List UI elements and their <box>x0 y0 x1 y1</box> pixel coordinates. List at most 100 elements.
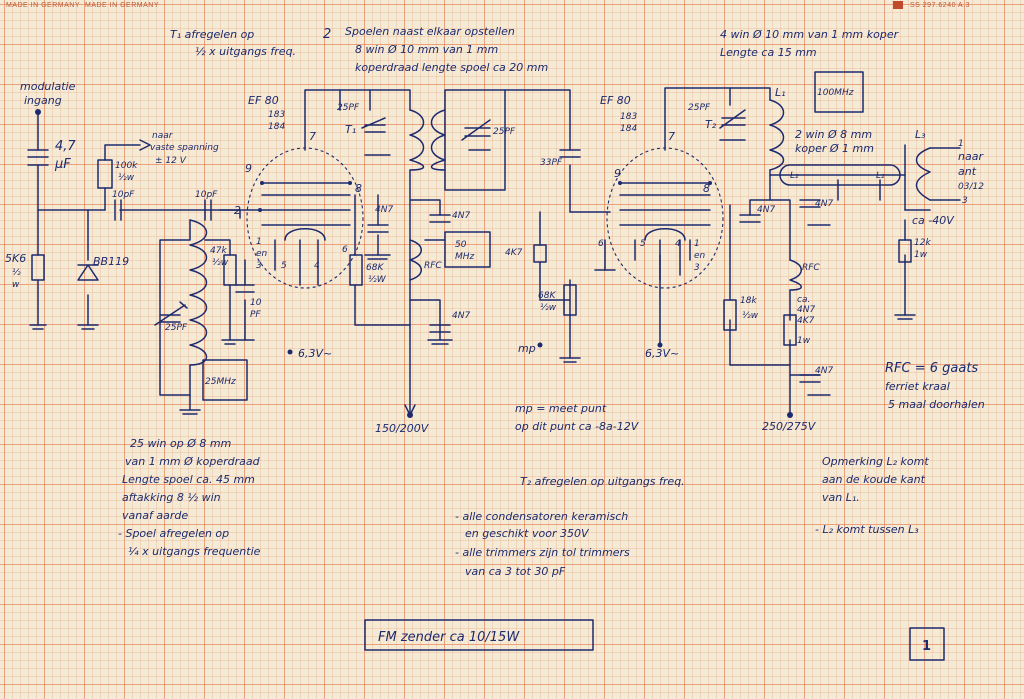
cap-10pf-c-label: 10 <box>250 298 262 308</box>
mp-label: mp <box>518 342 536 355</box>
t1-note-2: ½ x uitgangs freq. <box>195 45 296 58</box>
pin-5a-label: 5 <box>281 261 287 271</box>
l2-a-label: L₂ <box>790 171 799 181</box>
cap-10pf-c-unit: PF <box>250 310 261 320</box>
pin-3a-label: 3 <box>256 261 262 271</box>
l3-out-1: naar <box>958 150 984 163</box>
trimmer-25pf-c-label: 25PF <box>493 127 516 137</box>
hv-1-label: 150/200V <box>375 422 430 435</box>
coil-l3 <box>915 147 931 201</box>
r-100k-watt: ½w <box>118 173 135 183</box>
coil-note-3: koperdraad lengte spoel ca 20 mm <box>355 61 548 74</box>
drawing-title: FM zender ca 10/15W <box>378 630 520 645</box>
r-5k6-label: 5K6 <box>5 252 26 265</box>
tube2-sub2: 184 <box>620 124 637 134</box>
resistor-100k <box>97 159 113 189</box>
cap-33pf-label: 33PF <box>540 158 563 168</box>
hv-2-label: 250/275V <box>762 420 817 433</box>
resistor-18k <box>723 299 737 331</box>
minus-40v-label: ca -40V <box>912 214 955 227</box>
fixed-v-3: ± 12 V <box>155 156 187 166</box>
component-labels: EF 80 183 184 EF 80 183 184 4,7 μF 10pF … <box>5 86 968 435</box>
cap-4n7-6-label: 4N7 <box>815 366 833 376</box>
page-number-box <box>909 627 945 661</box>
caps-note-2: en geschikt voor 350V <box>465 527 590 540</box>
pin-8b-label: 8 <box>703 182 710 195</box>
mp-note-2: op dit punt ca -8a-12V <box>515 420 640 433</box>
l3-label: L₃ <box>915 128 926 141</box>
pin-en-a-label: en <box>256 249 268 259</box>
r-18k-label: 18k <box>740 296 757 306</box>
fixed-v-1: naar <box>152 131 174 141</box>
capacitor-4n7-2 <box>429 214 451 223</box>
diode-label: BB119 <box>93 255 129 268</box>
cap-4n7-7-label: 4N7 <box>797 305 815 315</box>
pin-7b-label: 7 <box>668 130 675 143</box>
coil-l1 <box>769 99 785 171</box>
tube1-sub2: 184 <box>268 122 285 132</box>
coil25-note-1: 25 win op Ø 8 mm <box>130 437 231 450</box>
t2-label: T₂ <box>705 118 717 131</box>
box-25mhz <box>202 359 248 401</box>
cap-4n7-3-label: 4N7 <box>452 311 470 321</box>
varicap-diode <box>77 264 99 281</box>
coil-note-2: 8 win Ø 10 mm van 1 mm <box>355 43 498 56</box>
r-47k-label: 47k <box>210 246 227 256</box>
v-63-b-label: 6,3V~ <box>645 347 679 360</box>
box-100mhz-label: 100MHz <box>817 88 854 98</box>
plate-coil-1 <box>409 109 425 171</box>
ca-label: ca. <box>797 295 810 305</box>
coupling-coil <box>430 109 446 171</box>
r-100k-label: 100k <box>115 161 138 171</box>
box-50mhz-label-1: 50 <box>455 240 467 250</box>
header-print-left-2: MADE IN GERMANY <box>85 2 159 9</box>
caps-note-1: - alle condensatoren keramisch <box>455 510 628 523</box>
resistor-12k <box>898 239 912 263</box>
r-12k-label: 12k <box>914 238 931 248</box>
l3-out-3: 03/12 <box>958 182 984 192</box>
cap-4u7-label: 4,7 <box>55 139 76 154</box>
out-3-label: 3 <box>962 196 968 206</box>
r-68k-b-label: 68K <box>538 291 556 301</box>
coil25-note-4: aftakking 8 ½ win <box>122 491 221 504</box>
r-68k-watt: ½W <box>368 275 387 285</box>
header-print-left: MADE IN GERMANY <box>6 2 80 9</box>
resistor-68k-b <box>563 284 577 316</box>
cap-10pf-a-label: 10pF <box>112 190 135 200</box>
rfc-note-1: RFC = 6 gaats <box>885 361 978 376</box>
l1-label: L₁ <box>775 86 786 99</box>
l2-b-label: L₂ <box>876 171 885 181</box>
v-63-a-label: 6,3V~ <box>298 347 332 360</box>
capacitor-4n7-5 <box>799 199 821 208</box>
fixed-v-2: vaste spanning <box>150 143 219 153</box>
cap-4n7-2-label: 4N7 <box>452 211 470 221</box>
pin-9a-label: 9 <box>245 162 252 175</box>
coil25-note-3: Lengte spoel ca. 45 mm <box>122 473 255 486</box>
tube2-sub1: 183 <box>620 112 637 122</box>
r-12k-watt: 1w <box>914 250 928 260</box>
pin-5b-label: 5 <box>640 239 646 249</box>
l2-note-1: 2 win Ø 8 mm <box>795 128 872 141</box>
rfc-2 <box>789 259 802 291</box>
t2-note: T₂ afregelen op uitgangs freq. <box>520 475 685 488</box>
pin-9b-label: 9 <box>614 167 621 180</box>
pin-1b-label: 1 <box>694 239 700 249</box>
resistor-68k-a <box>349 254 363 286</box>
coil-l2 <box>779 164 901 186</box>
cap-4n7-5-label: 4N7 <box>815 199 833 209</box>
tube-1-ef80 <box>246 147 364 289</box>
cap-10pf-b-label: 10pF <box>195 190 218 200</box>
capacitor-4u7 <box>27 149 49 166</box>
r-4k7-b-label: 4K7 <box>797 316 815 326</box>
remark-2: aan de koude kant <box>822 473 926 486</box>
caps-note-4: van ca 3 tot 30 pF <box>465 565 566 578</box>
coil25-note-7: ¼ x uitgangs frequentie <box>128 545 261 558</box>
capacitor-4n7-3 <box>429 324 451 333</box>
trimmer-25pf-d-label: 25PF <box>688 103 711 113</box>
capacitor-10pf-a <box>114 199 122 221</box>
trimmer-t1 <box>361 117 386 133</box>
capacitor-4n7-4 <box>739 214 761 223</box>
r-68k-b-watt: ½w <box>540 303 557 313</box>
